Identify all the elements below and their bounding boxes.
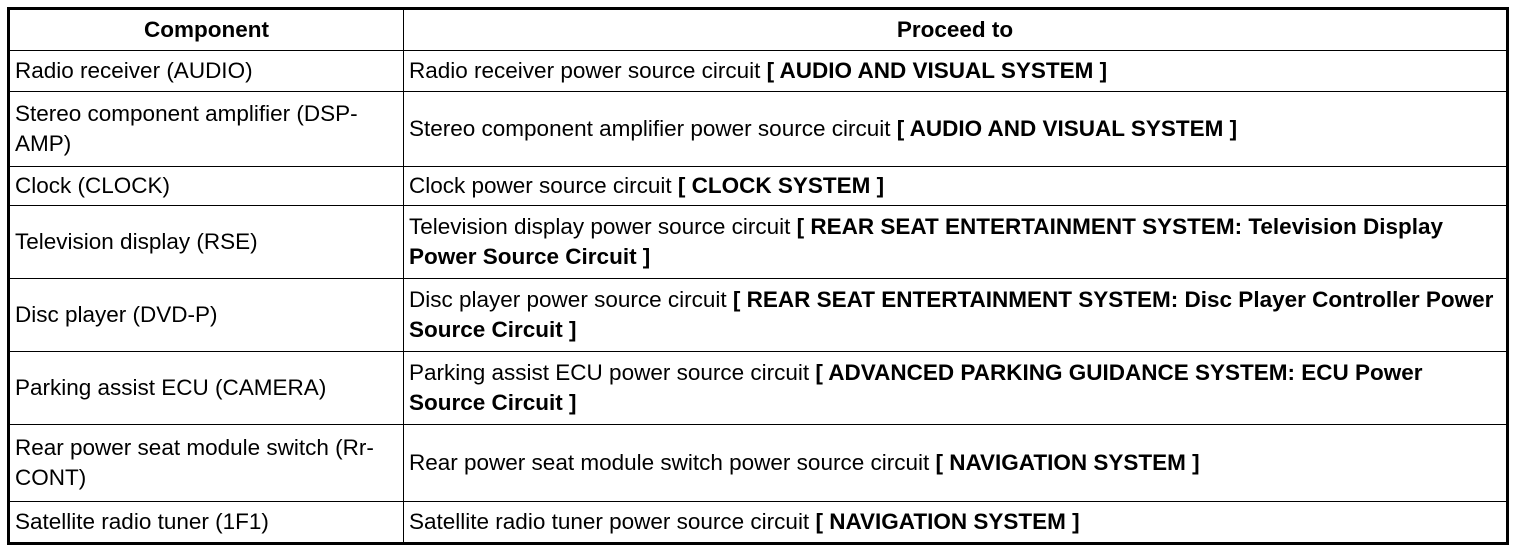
- proceed-text: Clock power source circuit: [409, 173, 678, 198]
- component-cell: Satellite radio tuner (1F1): [8, 501, 404, 544]
- reference-link[interactable]: [ REAR SEAT ENTERTAINMENT SYSTEM: Disc P…: [409, 287, 1494, 342]
- component-table: Component Proceed to Radio receiver (AUD…: [7, 7, 1509, 545]
- column-header-proceed-to: Proceed to: [403, 8, 1508, 51]
- component-cell: Rear power seat module switch (Rr-CONT): [8, 424, 404, 502]
- reference-link[interactable]: [ CLOCK SYSTEM ]: [677, 173, 885, 198]
- table-row: Disc player (DVD-P) Disc player power so…: [8, 278, 1508, 352]
- proceed-text: Stereo component amplifier power source …: [409, 116, 897, 141]
- proceed-text: Satellite radio tuner power source circu…: [409, 509, 816, 534]
- proceed-cell: Satellite radio tuner power source circu…: [403, 501, 1508, 544]
- reference-link[interactable]: [ AUDIO AND VISUAL SYSTEM ]: [766, 58, 1108, 83]
- proceed-cell: Stereo component amplifier power source …: [403, 91, 1508, 167]
- table-row: Clock (CLOCK) Clock power source circuit…: [8, 166, 1508, 206]
- column-header-component: Component: [8, 8, 404, 51]
- document-page: Component Proceed to Radio receiver (AUD…: [7, 7, 1509, 545]
- table-row: Satellite radio tuner (1F1) Satellite ra…: [8, 501, 1508, 544]
- proceed-cell: Radio receiver power source circuit [ AU…: [403, 50, 1508, 92]
- table-row: Radio receiver (AUDIO) Radio receiver po…: [8, 50, 1508, 92]
- proceed-cell: Television display power source circuit …: [403, 205, 1508, 279]
- component-cell: Stereo component amplifier (DSP-AMP): [8, 91, 404, 167]
- proceed-cell: Parking assist ECU power source circuit …: [403, 351, 1508, 425]
- proceed-text: Parking assist ECU power source circuit: [409, 360, 816, 385]
- proceed-cell: Clock power source circuit [ CLOCK SYSTE…: [403, 166, 1508, 206]
- proceed-text: Television display power source circuit: [409, 214, 797, 239]
- reference-link[interactable]: [ NAVIGATION SYSTEM ]: [815, 509, 1080, 534]
- proceed-text: Disc player power source circuit: [409, 287, 733, 312]
- reference-link[interactable]: [ ADVANCED PARKING GUIDANCE SYSTEM: ECU …: [409, 360, 1423, 415]
- proceed-cell: Disc player power source circuit [ REAR …: [403, 278, 1508, 352]
- component-cell: Radio receiver (AUDIO): [8, 50, 404, 92]
- table-header-row: Component Proceed to: [8, 8, 1508, 51]
- proceed-text: Rear power seat module switch power sour…: [409, 450, 936, 475]
- reference-link[interactable]: [ REAR SEAT ENTERTAINMENT SYSTEM: Televi…: [409, 214, 1443, 269]
- reference-link[interactable]: [ NAVIGATION SYSTEM ]: [935, 450, 1200, 475]
- proceed-text: Radio receiver power source circuit: [409, 58, 767, 83]
- component-cell: Parking assist ECU (CAMERA): [8, 351, 404, 425]
- reference-link[interactable]: [ AUDIO AND VISUAL SYSTEM ]: [896, 116, 1238, 141]
- proceed-cell: Rear power seat module switch power sour…: [403, 424, 1508, 502]
- table-row: Television display (RSE) Television disp…: [8, 205, 1508, 279]
- table-row: Rear power seat module switch (Rr-CONT) …: [8, 424, 1508, 502]
- component-cell: Clock (CLOCK): [8, 166, 404, 206]
- table-row: Stereo component amplifier (DSP-AMP) Ste…: [8, 91, 1508, 167]
- component-cell: Television display (RSE): [8, 205, 404, 279]
- table-row: Parking assist ECU (CAMERA) Parking assi…: [8, 351, 1508, 425]
- component-cell: Disc player (DVD-P): [8, 278, 404, 352]
